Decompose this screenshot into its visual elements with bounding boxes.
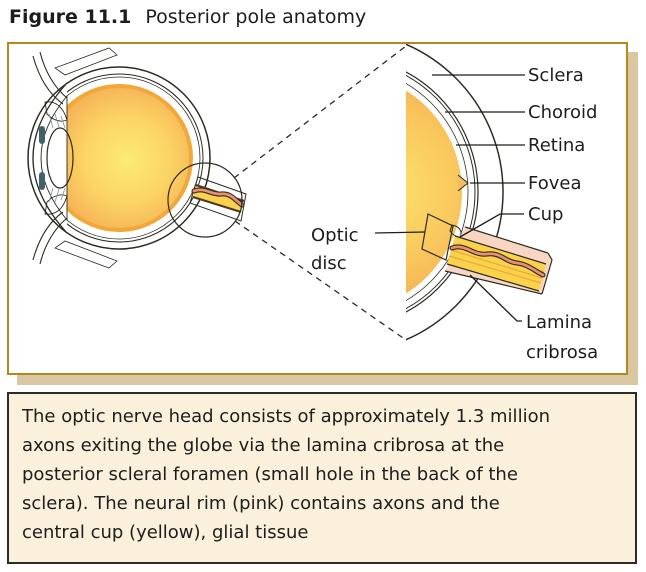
- vitreous-layer: [406, 90, 462, 294]
- central-vessel-large: [450, 245, 545, 277]
- lid-curve-top: [32, 55, 64, 105]
- ciliary-body-top: [44, 101, 68, 122]
- label-optic-disc-line1: Optic: [311, 225, 359, 246]
- anatomy-diagram: Sclera Choroid Retina Fovea Cup Optic di…: [27, 44, 598, 363]
- cornea-outer-surface: [32, 82, 68, 234]
- pointer-cup: [459, 213, 524, 238]
- label-sclera: Sclera: [528, 65, 584, 86]
- pointer-lamina-cribrosa: [469, 274, 522, 322]
- sclera-ring: [27, 66, 211, 250]
- label-retina: Retina: [528, 135, 585, 156]
- central-vessel-small: [192, 188, 244, 207]
- optic-nerve-small: [189, 176, 247, 222]
- label-cup: Cup: [528, 204, 563, 225]
- sclera-layer: [406, 44, 504, 341]
- ciliary-body-bottom: [44, 194, 68, 215]
- whole-eye-illustration: [27, 47, 247, 269]
- label-lamina-line2: cribrosa: [526, 342, 598, 363]
- label-choroid: Choroid: [528, 102, 597, 123]
- label-optic-disc-line2: disc: [311, 253, 347, 274]
- sheath-bottom-edge: [444, 270, 543, 295]
- pointer-optic-disc: [374, 231, 426, 234]
- caption-line: sclera). The neural rim (pink) contains …: [22, 493, 500, 514]
- caption-line: posterior scleral foramen (small hole in…: [22, 464, 518, 485]
- nerve-sheath-small: [189, 176, 247, 222]
- layer-bands: [406, 44, 504, 341]
- vitreous-interior: [49, 88, 189, 228]
- label-lamina-line1: Lamina: [526, 312, 592, 333]
- retina-layer: [406, 83, 469, 301]
- pointer-lines: [374, 74, 525, 322]
- lens: [46, 127, 74, 189]
- anatomy-labels: Sclera Choroid Retina Fovea Cup Optic di…: [311, 65, 598, 363]
- magnified-posterior-pole: Sclera Choroid Retina Fovea Cup Optic di…: [311, 44, 598, 363]
- sheath-cut-edge: [541, 252, 553, 295]
- sheath-top-edge: [464, 226, 549, 254]
- iris-top: [39, 126, 45, 144]
- nerve-edge-bottom: [192, 195, 242, 214]
- extraocular-muscles: [32, 47, 118, 269]
- axons-bottom-edge: [446, 263, 540, 292]
- figure-caption-text: Posterior pole anatomy: [145, 6, 367, 28]
- anterior-chamber: [40, 94, 68, 222]
- magnifier-circle: [167, 162, 243, 238]
- figure-title: Figure 11.1 Posterior pole anatomy: [9, 6, 366, 28]
- episclera-layer: [406, 71, 479, 313]
- caption-box: The optic nerve head consists of approxi…: [7, 392, 637, 564]
- anterior-segment: [32, 82, 74, 234]
- figure-number: Figure 11.1: [9, 6, 132, 28]
- choroid-layer: [406, 74, 476, 310]
- fovea-notch-outline: [457, 174, 469, 192]
- axons-top-edge: [454, 235, 547, 265]
- figure-panel: Sclera Choroid Retina Fovea Cup Optic di…: [7, 42, 628, 375]
- fovea-notch-fill: [458, 175, 468, 191]
- muscle-bottom: [54, 240, 118, 269]
- label-fovea: Fovea: [528, 173, 581, 194]
- caption-line: central cup (yellow), glial tissue: [22, 522, 309, 543]
- projection-dashed-lines: [233, 45, 407, 341]
- lid-curve-bottom: [32, 211, 64, 261]
- fovea-pit: [457, 174, 469, 192]
- caption-line: The optic nerve head consists of approxi…: [22, 406, 550, 427]
- iris-bottom: [39, 172, 45, 190]
- lid-curve-top-2: [39, 51, 68, 99]
- lid-curve-bottom-2: [39, 217, 68, 265]
- caption-line: axons exiting the globe via the lamina c…: [22, 435, 505, 456]
- muscle-top: [54, 47, 118, 76]
- optic-disc-shape: [421, 213, 454, 261]
- zonule-fibers: [48, 113, 66, 203]
